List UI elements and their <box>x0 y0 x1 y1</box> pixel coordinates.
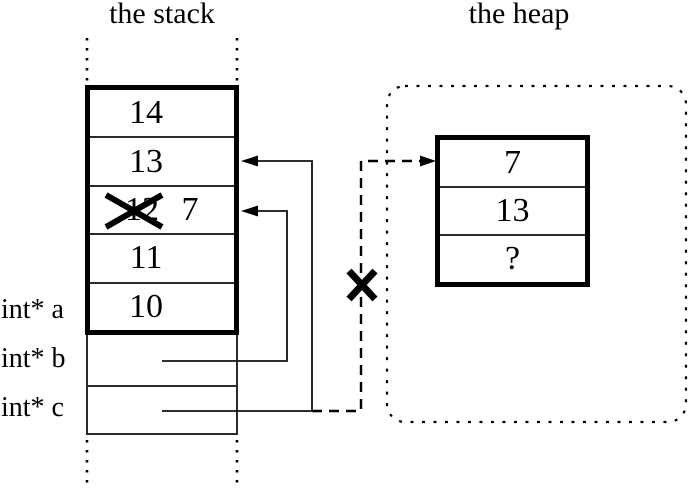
stack-cell-2-overwritten: 12 7 <box>90 184 234 233</box>
dangling-pointer-arrowhead <box>420 155 436 167</box>
stack-cell-value: 11 <box>129 239 163 277</box>
stack-cell-1: 13 <box>90 136 234 184</box>
stack-cell-4: 10 <box>90 281 234 330</box>
stack-cell-value: 10 <box>129 287 163 325</box>
stack-cell-old-value: 12 <box>125 191 159 229</box>
stack-cell-3: 11 <box>90 233 234 281</box>
heap-cell-2: ? <box>440 234 585 282</box>
heap-cell-value: 7 <box>504 144 521 181</box>
pointer-b-arrowhead <box>241 205 258 217</box>
pointer-cell-c <box>88 387 236 433</box>
heap-object-box: 7 13 ? <box>435 135 590 287</box>
stack-title: the stack <box>109 0 215 30</box>
stack-cell-new-value: 7 <box>181 191 199 229</box>
pointer-cell-b <box>88 335 236 387</box>
heap-title: the heap <box>468 0 570 30</box>
heap-cell-value: ? <box>504 240 521 277</box>
heap-cell-value: 13 <box>495 192 530 229</box>
stack-frame-box: 14 13 12 7 11 10 <box>85 85 239 335</box>
dangling-pointer-x-mark <box>346 268 378 302</box>
stack-cell-value: 13 <box>129 142 163 180</box>
heap-cell-1: 13 <box>440 186 585 234</box>
pointer-variable-cells <box>86 335 238 435</box>
heap-cell-0: 7 <box>440 140 585 186</box>
stack-cell-value: 14 <box>129 94 163 132</box>
pointer-c-arrowhead <box>241 155 258 167</box>
label-int-a: int* a <box>1 294 64 325</box>
stack-cell-0: 14 <box>90 90 234 136</box>
label-int-c: int* c <box>1 392 64 423</box>
dangling-pointer-dashed-line <box>312 159 424 413</box>
label-int-b: int* b <box>1 343 66 374</box>
